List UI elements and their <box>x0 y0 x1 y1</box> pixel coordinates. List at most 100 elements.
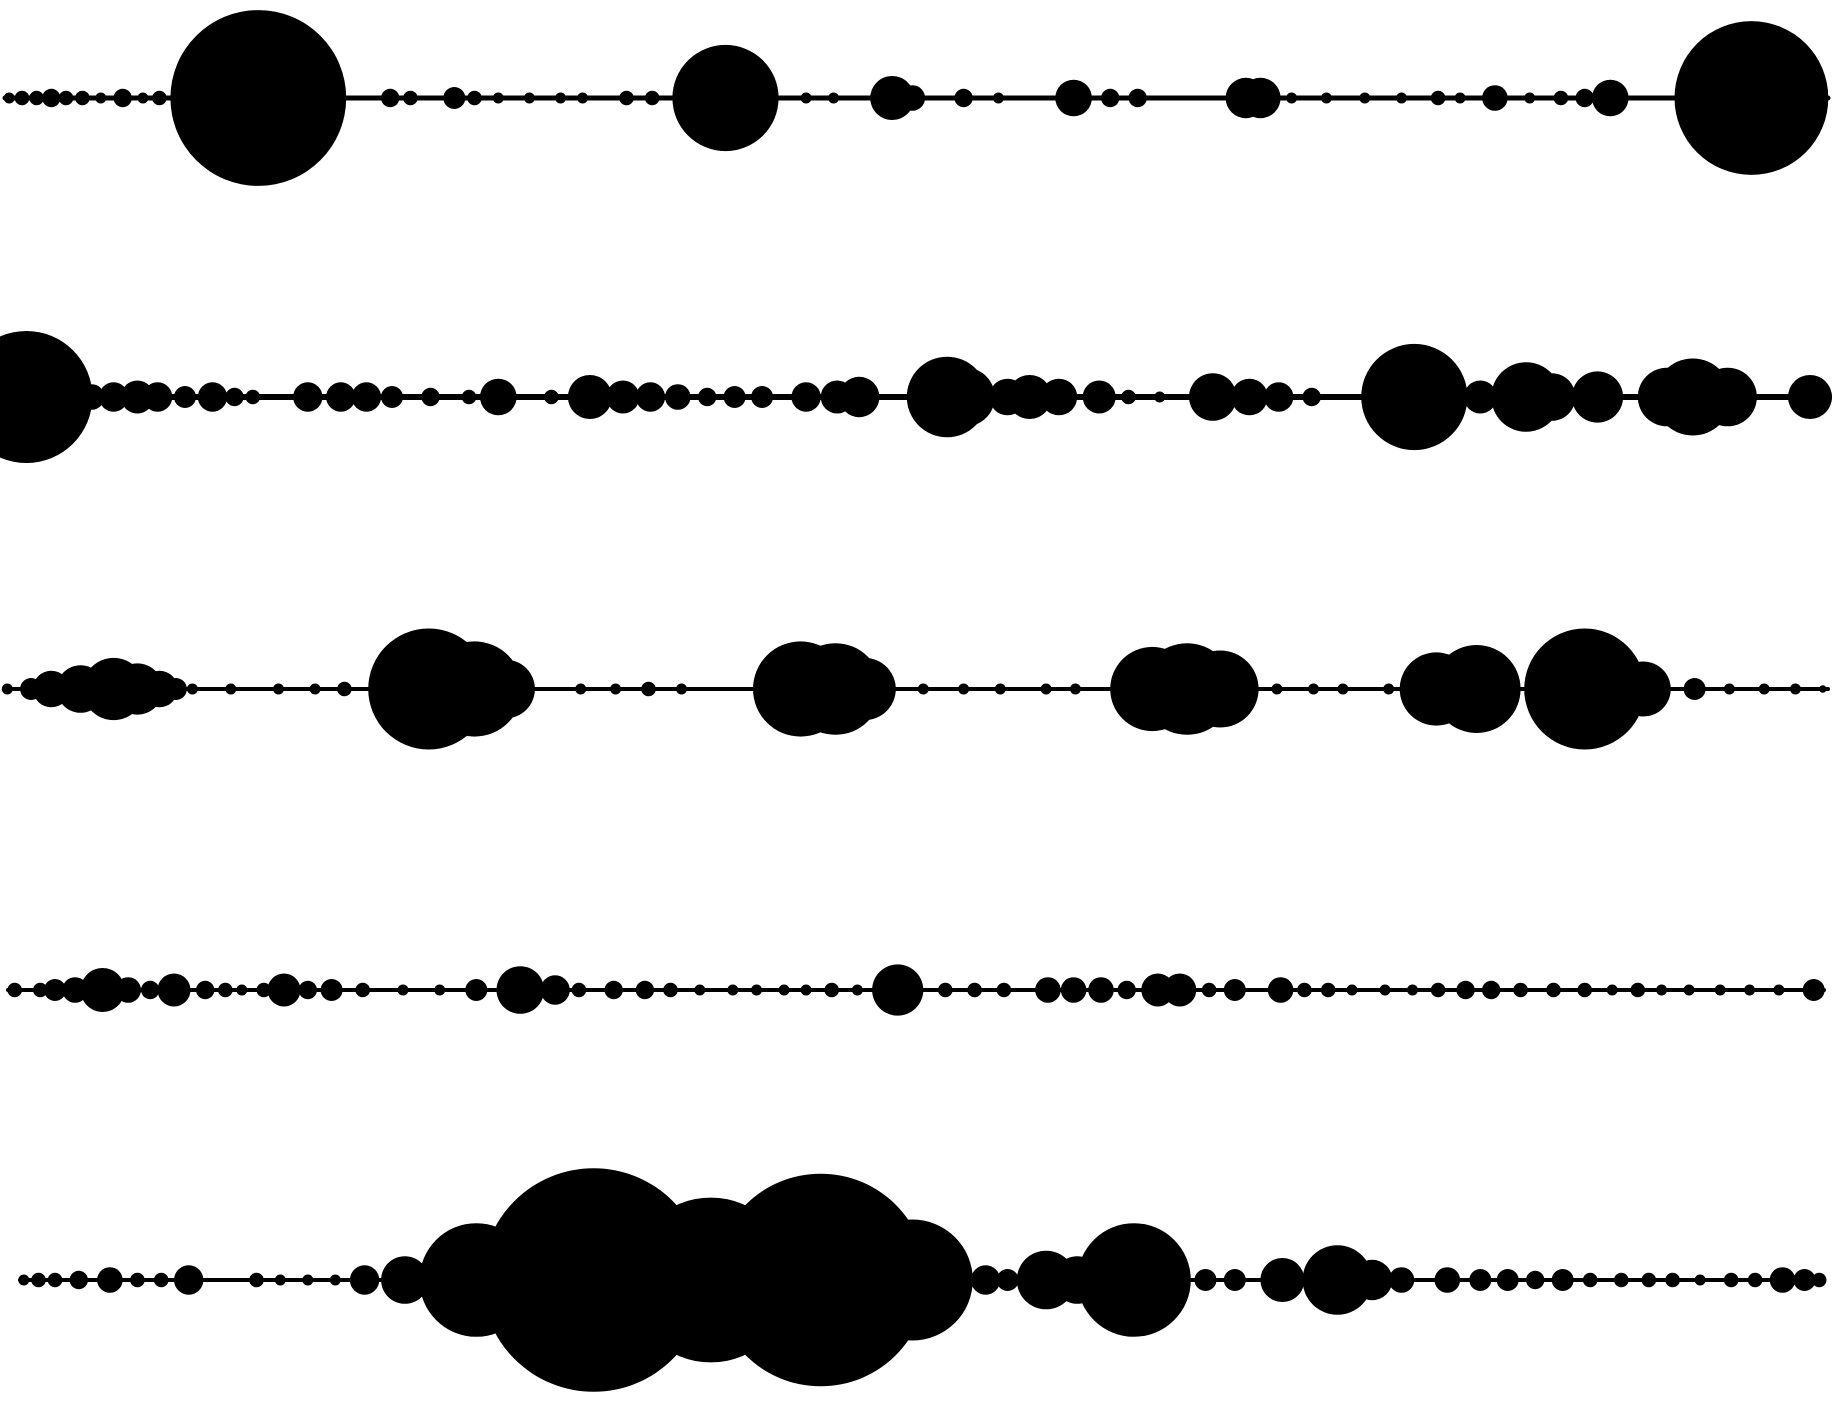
bead <box>33 982 48 998</box>
bead <box>236 984 248 996</box>
bead <box>381 386 403 408</box>
bead <box>1060 977 1087 1003</box>
bead <box>31 1272 46 1288</box>
bead <box>672 44 779 152</box>
bead <box>1320 92 1332 104</box>
bead <box>1040 378 1078 416</box>
bead <box>1267 977 1294 1003</box>
bead <box>992 92 1004 104</box>
bead <box>1 683 13 695</box>
bead <box>1615 661 1671 717</box>
bead <box>1189 373 1237 421</box>
strand-2 <box>0 331 1832 463</box>
bead <box>851 1219 973 1341</box>
bead <box>1582 1272 1598 1288</box>
bead <box>833 657 896 721</box>
strand-4 <box>6 964 1826 1016</box>
bead <box>800 984 812 996</box>
bead <box>1788 375 1832 419</box>
bead <box>141 980 160 1000</box>
bead <box>1007 375 1052 419</box>
bead <box>1379 984 1391 996</box>
bead <box>1231 378 1268 416</box>
bead <box>293 382 323 412</box>
strand-5 <box>18 1168 1827 1392</box>
bead <box>1407 984 1418 996</box>
bead <box>1683 984 1695 996</box>
bead <box>619 90 634 106</box>
bead <box>870 76 915 120</box>
bead <box>75 90 90 106</box>
bead <box>1181 650 1259 728</box>
bead <box>174 386 196 408</box>
bead <box>540 975 570 1005</box>
bead <box>1264 382 1294 412</box>
bead <box>571 982 587 998</box>
bead <box>1286 92 1298 104</box>
bead <box>197 382 228 412</box>
bead <box>157 973 191 1007</box>
bead <box>1069 683 1081 695</box>
bead <box>326 382 356 412</box>
bead <box>421 387 440 407</box>
bead <box>1698 367 1757 427</box>
bead <box>791 382 821 412</box>
bead <box>1744 984 1756 996</box>
bead <box>938 982 953 998</box>
bead <box>320 979 343 1001</box>
bead <box>958 683 970 695</box>
bead <box>69 1270 89 1290</box>
bead <box>751 984 763 996</box>
bead <box>1223 1269 1246 1291</box>
bead <box>1641 1272 1657 1288</box>
bead <box>751 386 774 408</box>
bead <box>1388 1267 1415 1293</box>
bead <box>153 1272 169 1288</box>
bead <box>1456 980 1475 1000</box>
bead <box>1260 1258 1305 1302</box>
bead <box>1463 380 1497 414</box>
bead <box>97 1267 123 1293</box>
bead <box>954 88 973 108</box>
bead <box>273 683 284 695</box>
bead <box>1240 77 1281 119</box>
bead <box>1551 1269 1574 1291</box>
bead <box>141 670 178 708</box>
bead <box>113 88 132 108</box>
bead <box>1469 1269 1492 1291</box>
bead <box>1524 92 1536 104</box>
bead <box>1223 979 1246 1001</box>
bead <box>644 90 660 106</box>
bead <box>434 984 446 996</box>
bead <box>936 367 995 427</box>
bead <box>130 1272 145 1288</box>
bead <box>1434 1267 1461 1293</box>
bead <box>1430 90 1446 106</box>
bead <box>610 683 622 695</box>
bead <box>1553 90 1569 106</box>
bead <box>7 982 22 998</box>
bead <box>839 376 880 418</box>
bead <box>1361 343 1468 451</box>
bead <box>555 92 567 104</box>
bead <box>403 90 418 106</box>
bead <box>1527 373 1576 421</box>
bead <box>1592 79 1629 117</box>
bead <box>994 683 1006 695</box>
bead <box>1308 683 1319 695</box>
bead <box>635 382 666 412</box>
bead <box>42 88 61 108</box>
bead <box>1154 391 1166 403</box>
bead <box>1630 982 1646 998</box>
bead <box>1302 1245 1373 1315</box>
bead <box>95 92 107 104</box>
bead <box>676 683 687 695</box>
bead <box>1524 628 1646 750</box>
bead <box>575 683 587 695</box>
bead <box>1337 683 1349 695</box>
bead <box>1773 984 1785 996</box>
bead <box>967 982 982 998</box>
bead <box>1723 683 1735 695</box>
bead <box>1482 85 1508 111</box>
